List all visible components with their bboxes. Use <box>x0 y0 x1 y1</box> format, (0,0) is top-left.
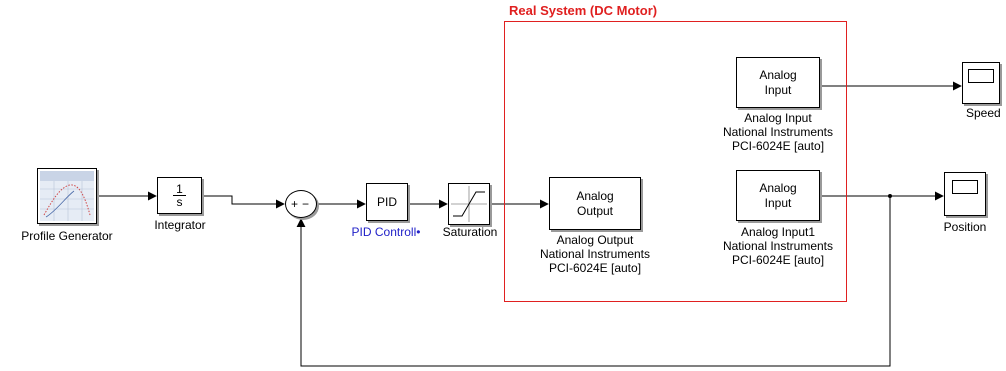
speed-scope-icon <box>968 69 994 83</box>
profile-generator-block[interactable] <box>37 168 97 224</box>
analog-input-text: Analog Input <box>759 67 797 97</box>
position-scope-block[interactable] <box>944 172 986 216</box>
saturation-label: Saturation <box>442 225 498 239</box>
sum-minus-sign: − <box>302 197 310 211</box>
analog-output-block[interactable]: Analog Output <box>549 177 641 230</box>
analog-input-block[interactable]: Analog Input <box>736 57 820 108</box>
real-system-title: Real System (DC Motor) <box>509 3 658 18</box>
analog-input1-text: Analog Input <box>759 180 797 210</box>
branch-point <box>888 194 892 198</box>
profile-generator-icon <box>40 171 94 221</box>
integrator-transfer-function: 1 s <box>173 183 186 208</box>
integrator-denominator: s <box>176 195 183 209</box>
analog-output-label: Analog Output National Instruments PCI-6… <box>539 233 651 275</box>
saturation-icon <box>451 186 487 222</box>
integrator-numerator: 1 <box>173 183 186 196</box>
pid-controller-label: PID Controll• <box>351 225 421 239</box>
real-system-frame <box>504 21 847 302</box>
integrator-block[interactable]: 1 s <box>157 177 202 214</box>
wire-feedback-loop <box>296 196 891 367</box>
speed-scope-label: Speed <box>966 106 1001 120</box>
position-scope-icon <box>952 180 978 194</box>
saturation-block[interactable] <box>448 183 490 225</box>
analog-input1-block[interactable]: Analog Input <box>736 170 820 221</box>
position-scope-label: Position <box>943 220 987 234</box>
analog-input-label: Analog Input National Instruments PCI-60… <box>722 111 834 153</box>
profile-generator-label: Profile Generator <box>21 229 113 243</box>
analog-output-text: Analog Output <box>576 188 614 218</box>
integrator-label: Integrator <box>154 218 206 232</box>
sum-plus-sign: + <box>291 197 299 211</box>
sum-block[interactable]: + − <box>285 190 317 218</box>
pid-controller-block[interactable]: PID <box>366 183 408 221</box>
speed-scope-block[interactable] <box>962 62 1000 104</box>
wire-integrator-to-sum <box>203 195 285 209</box>
analog-input1-label: Analog Input1 National Instruments PCI-6… <box>722 225 834 267</box>
pid-text: PID <box>376 194 397 209</box>
